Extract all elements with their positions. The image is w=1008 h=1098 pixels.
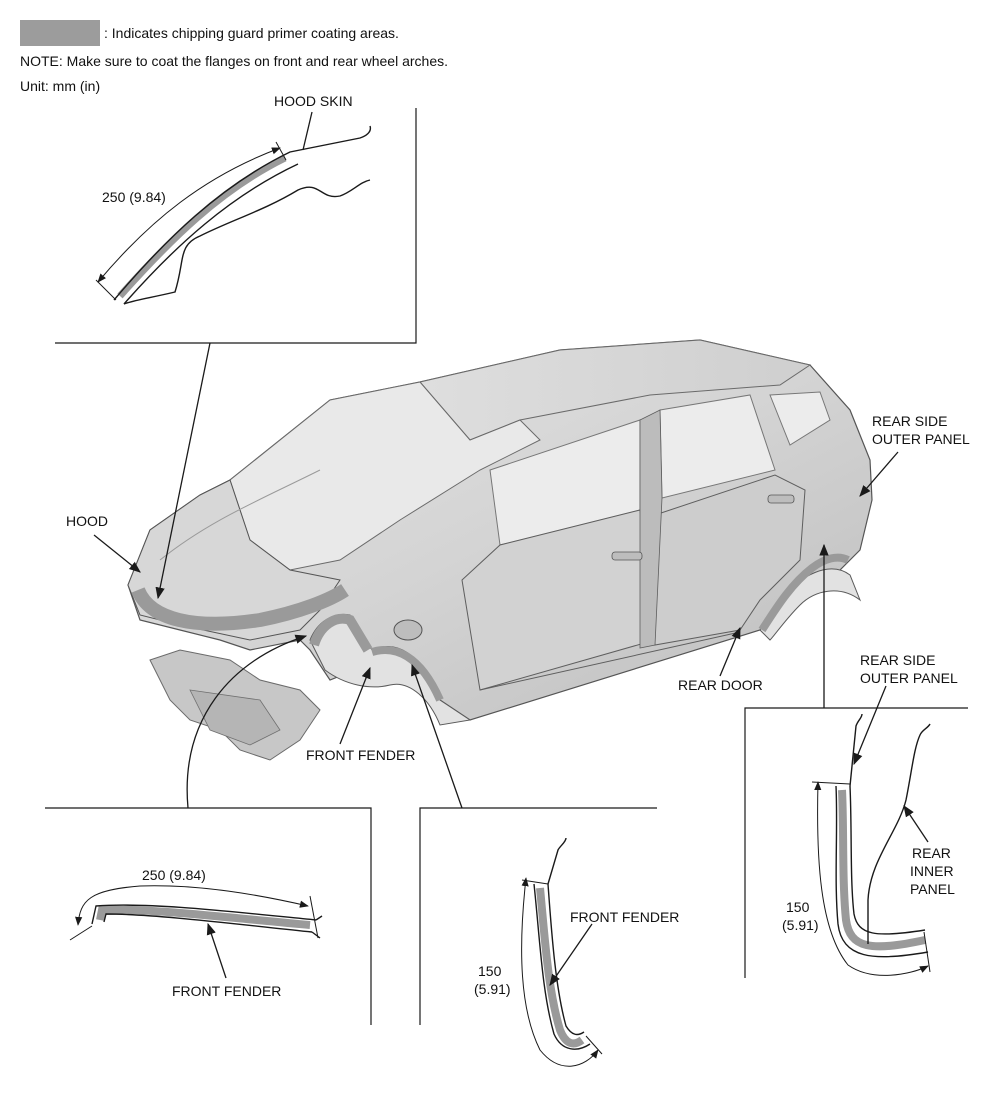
front-fender-mid-dimension-line1: 150 [478, 963, 502, 979]
front-fender-mid-detail [521, 837, 603, 1067]
front-fender-left-dim-ext-2 [309, 895, 319, 939]
rear-detail [811, 685, 931, 976]
hood-detail-frame [55, 108, 417, 344]
front-fender-left-leader [186, 634, 308, 809]
rear-dimension-line2: (5.91) [782, 917, 819, 933]
rear-side-outer-panel-label-line2: OUTER PANEL [872, 431, 970, 447]
hood-detail [95, 111, 372, 305]
rear-inner-panel-line2: INNER [910, 863, 954, 879]
rear-dim-ext-2 [923, 931, 931, 973]
rear-door-leader [719, 626, 741, 677]
front-fender-main-leader [339, 666, 371, 745]
hood-crease [159, 469, 321, 561]
rocker-panel [479, 631, 741, 691]
front-fender-mid-dim-ext-1 [521, 879, 549, 885]
front-fender-left-dimension-arc [75, 885, 309, 926]
front-fender-main-label: FRONT FENDER [306, 747, 415, 763]
rear-side-outer-panel-leader [859, 451, 899, 497]
rear-door-handle [767, 494, 795, 504]
rear-side-outer-panel-detail-line2: OUTER PANEL [860, 670, 958, 686]
hood-label: HOOD [66, 513, 108, 529]
front-fender-left-dimension-label: 250 (9.84) [142, 867, 206, 883]
front-subframe [189, 689, 281, 746]
hood-dimension-label: 250 (9.84) [102, 189, 166, 205]
front-fender-mid-leader [411, 663, 463, 809]
front-fender-left-coating [96, 905, 311, 929]
hood-label-leader [93, 534, 141, 573]
front-fender-left-detail-frame [45, 807, 372, 1025]
car-body [127, 339, 873, 761]
hood-skin-leader [302, 111, 313, 151]
front-fender-arch-coating [309, 613, 373, 653]
front-fender-mid-outline-top [547, 837, 567, 885]
front-fender-mid-label-leader [549, 923, 593, 986]
rear-dimension-arc [814, 781, 929, 976]
hood-dim-ext-2 [275, 141, 287, 161]
front-fender-mid-label: FRONT FENDER [570, 909, 679, 925]
hood-detail-leader [155, 342, 211, 600]
front-fender-mid-dim-ext-2 [585, 1035, 603, 1055]
front-fender-mid-dimension-line2: (5.91) [474, 981, 511, 997]
rear-side-outer-panel-detail-line1: REAR SIDE [860, 652, 935, 668]
fuel-door [393, 619, 423, 641]
note-text: NOTE: Make sure to coat the flanges on f… [20, 53, 448, 69]
quarter-window [769, 391, 831, 446]
unit-text: Unit: mm (in) [20, 78, 101, 94]
b-pillar [639, 409, 663, 649]
front-fender-left-label-leader [206, 922, 227, 979]
front-fender-left-break [311, 915, 323, 939]
legend-swatch [20, 20, 100, 46]
detail-frames [45, 108, 968, 1025]
rear-inner-panel-leader [903, 805, 929, 843]
hood-front-coating [131, 584, 349, 631]
front-fender-mid-dimension-arc [521, 877, 599, 1067]
rear-side-outer-panel-detail-leader [853, 685, 887, 766]
rear-door-label: REAR DOOR [678, 677, 763, 693]
rear-arch-coating [758, 553, 850, 633]
rear-dim-ext-1 [811, 781, 851, 785]
rear-door [654, 474, 806, 646]
front-fender-left-detail [69, 885, 323, 979]
front-fender-mid-detail-frame [419, 807, 657, 1025]
front-door-handle [611, 551, 643, 561]
rear-inner-panel-line3: PANEL [910, 881, 955, 897]
rear-inner-panel-outline [867, 723, 931, 944]
rear-inner-panel-line1: REAR [912, 845, 951, 861]
rear-dimension-line1: 150 [786, 899, 810, 915]
hood-dim-ext-1 [95, 279, 117, 301]
rear-detail-frame [744, 707, 968, 978]
hood-inner-outline [123, 163, 299, 305]
hood-skin-label: HOOD SKIN [274, 93, 353, 109]
hood-dimension-arc [97, 147, 281, 283]
front-fender-rear-coating [370, 645, 444, 702]
hood-coating-strip [117, 154, 287, 299]
front-fender-left-label: FRONT FENDER [172, 983, 281, 999]
front-fender-left-dim-ext-1 [69, 925, 93, 941]
rear-side-outer-panel-label-line1: REAR SIDE [872, 413, 947, 429]
legend-text: : Indicates chipping guard primer coatin… [104, 25, 399, 41]
rear-side-outer-panel-outline [849, 713, 863, 787]
